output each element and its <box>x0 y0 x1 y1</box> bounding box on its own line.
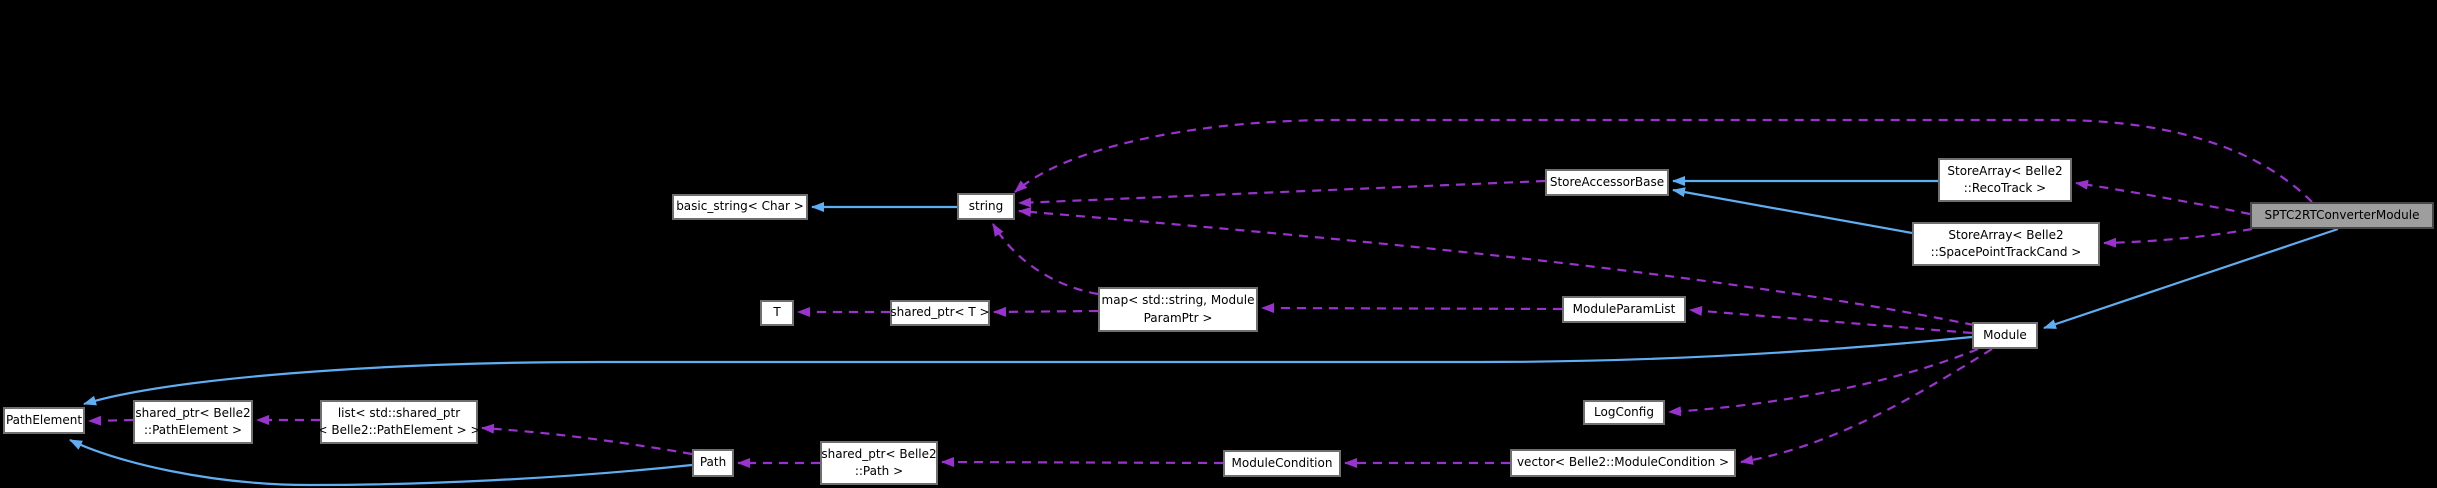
edge-path-to-pathelement <box>69 439 693 487</box>
edge-shared-ptr-pathelement-to-pathelement <box>88 415 134 426</box>
node-t[interactable]: T <box>760 300 794 326</box>
node-map-string-moduleparamptr-label: map< std::string, Module <box>1101 293 1255 308</box>
node-vector-modulecondition-label: vector< Belle2::ModuleCondition > <box>1516 455 1730 470</box>
edge-module-to-vector-modulecondition <box>1740 348 1993 465</box>
edge-module-to-moduleparamlist <box>1689 305 1973 335</box>
node-map-string-moduleparamptr-label: ParamPtr > <box>1143 310 1213 325</box>
node-string-label: string <box>968 198 1004 213</box>
node-logconfig[interactable]: LogConfig <box>1583 400 1665 425</box>
node-store-accessor-base[interactable]: StoreAccessorBase <box>1545 169 1669 196</box>
node-path[interactable]: Path <box>692 449 734 477</box>
node-module[interactable]: Module <box>1972 322 2038 349</box>
edge-modulecondition-to-shared-ptr-path <box>941 457 1224 468</box>
node-basic-string-char[interactable]: basic_string< Char > <box>672 194 808 220</box>
node-shared-ptr-belle2-path-label: shared_ptr< Belle2 <box>821 446 937 461</box>
node-logconfig-label: LogConfig <box>1594 404 1654 419</box>
node-path-label: Path <box>699 455 727 470</box>
edge-map-to-string <box>992 223 1099 296</box>
edge-storearray-sptc-to-storeaccessorbase <box>1672 187 1913 235</box>
node-list-shared-ptr-pathelement[interactable]: list< std::shared_ptr< Belle2::PathEleme… <box>317 400 481 444</box>
node-moduleparamlist[interactable]: ModuleParamList <box>1562 296 1686 323</box>
node-shared-ptr-belle2-pathelement-label: ::PathElement > <box>144 423 242 437</box>
node-shared-ptr-belle2-pathelement[interactable]: shared_ptr< Belle2::PathElement > <box>133 400 253 444</box>
node-sptc2rtconvertermodule-label: SPTC2RTConverterModule <box>2264 207 2420 222</box>
node-pathelement[interactable]: PathElement <box>3 407 85 434</box>
edge-module-to-string <box>1018 207 1975 327</box>
node-shared-ptr-belle2-path[interactable]: shared_ptr< Belle2::Path > <box>820 441 938 485</box>
node-sptc2rtconvertermodule[interactable]: SPTC2RTConverterModule <box>2250 202 2434 229</box>
node-storearray-recotrack-label: StoreArray< Belle2 <box>1947 163 2063 178</box>
edge-sptc2rtconvertermodule-to-string <box>1014 118 2313 203</box>
node-store-accessor-base-label: StoreAccessorBase <box>1549 174 1665 189</box>
node-basic-string-char-label: basic_string< Char > <box>676 199 804 214</box>
edge-storeaccessorbase-to-string <box>1018 179 1546 208</box>
node-shared-ptr-belle2-path-label: ::Path > <box>854 464 904 478</box>
node-modulecondition-label: ModuleCondition <box>1231 455 1333 470</box>
node-list-shared-ptr-pathelement-label: list< std::shared_ptr <box>337 405 461 420</box>
edge-module-to-pathelement <box>83 335 1973 406</box>
node-module-label: Module <box>1983 327 2027 342</box>
node-shared-ptr-t[interactable]: shared_ptr< T > <box>890 300 990 326</box>
edge-sptc2rtconvertermodule-to-module <box>2043 227 2339 330</box>
edge-module-to-logconfig <box>1668 347 1979 417</box>
node-storearray-spacepointtrackcand[interactable]: StoreArray< Belle2::SpacePointTrackCand … <box>1912 222 2100 266</box>
node-storearray-spacepointtrackcand-label: ::SpacePointTrackCand > <box>1930 245 2082 259</box>
edge-sptc2rtconvertermodule-to-storearray-recotrack <box>2075 179 2251 216</box>
node-shared-ptr-belle2-pathelement-label: shared_ptr< Belle2 <box>135 405 251 420</box>
node-vector-modulecondition[interactable]: vector< Belle2::ModuleCondition > <box>1510 449 1736 477</box>
edge-sptc2rtconvertermodule-to-storearray-sptc <box>2103 227 2253 248</box>
node-list-shared-ptr-pathelement-label: < Belle2::PathElement > > <box>317 423 481 437</box>
node-modulecondition[interactable]: ModuleCondition <box>1223 450 1341 477</box>
edge-moduleparamlist-to-map <box>1261 303 1563 314</box>
node-moduleparamlist-label: ModuleParamList <box>1572 301 1676 316</box>
node-t-label: T <box>773 305 781 320</box>
node-storearray-recotrack-label: ::RecoTrack > <box>1963 181 2047 195</box>
node-pathelement-label: PathElement <box>5 412 83 427</box>
node-string[interactable]: string <box>957 193 1015 220</box>
edge-path-to-list <box>481 423 693 456</box>
node-storearray-recotrack[interactable]: StoreArray< Belle2::RecoTrack > <box>1938 158 2072 202</box>
node-storearray-spacepointtrackcand-label: StoreArray< Belle2 <box>1948 227 2064 242</box>
edge-map-to-shared-ptr-t <box>993 306 1099 317</box>
node-shared-ptr-t-label: shared_ptr< T > <box>890 305 990 320</box>
